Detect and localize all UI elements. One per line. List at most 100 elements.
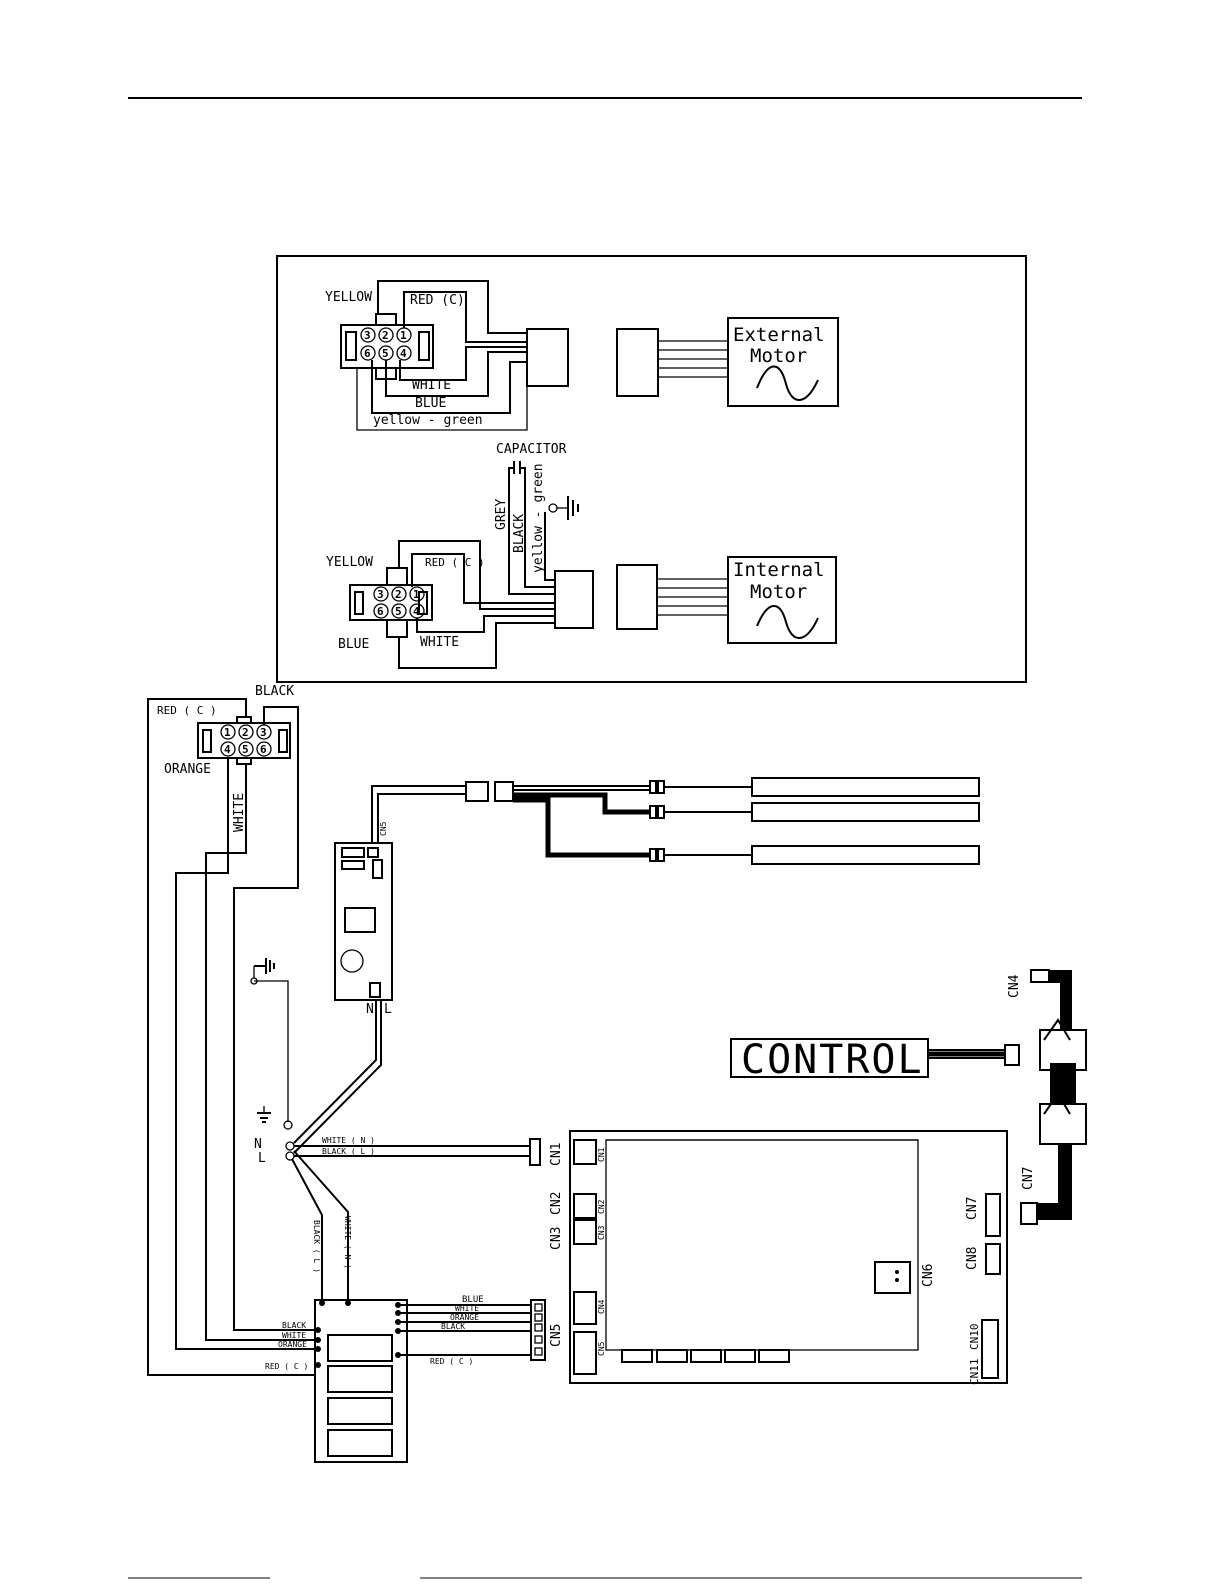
lower-motor-wires — [147, 698, 318, 1376]
cn5-blue-label: BLUE — [462, 1295, 484, 1305]
int-pin-5: 5 — [395, 605, 402, 618]
int-pin-4: 4 — [413, 605, 420, 618]
cn5-black-label: BLACK — [441, 1322, 465, 1331]
power-white-n-vert-label: WHITE ( N ) — [343, 1216, 352, 1269]
ext-pin-4: 4 — [400, 347, 407, 360]
low-orange-label: ORANGE — [164, 762, 211, 777]
int-grey-label: GREY — [494, 499, 509, 530]
int-pin-2: 2 — [395, 588, 402, 601]
ext-pin-3: 3 — [364, 329, 371, 342]
board-cn3-inner: CN3 — [597, 1225, 606, 1240]
ext-yellow-green-label: yellow - green — [373, 413, 483, 428]
relay-white-label: WHITE — [282, 1331, 306, 1340]
ext-white-label: WHITE — [412, 378, 451, 393]
low-black-label: BLACK — [255, 684, 294, 699]
int-motor-leads — [657, 578, 728, 616]
earth-ground-symbol — [250, 958, 289, 1122]
ext-pin-1: 1 — [400, 329, 407, 342]
external-motor-label-1: External — [733, 324, 825, 346]
int-yellow-green-label: yellow - green — [531, 463, 546, 573]
low-pin-1: 1 — [224, 726, 231, 739]
external-motor-label-2: Motor — [750, 345, 807, 367]
int-blue-label: BLUE — [338, 637, 369, 652]
board-cn2-inner: CN2 — [597, 1199, 606, 1214]
cn2-external-label: CN2 — [549, 1192, 564, 1215]
relay-black-label: BLACK — [282, 1321, 306, 1330]
int-red-c-label: RED ( C ) — [425, 556, 485, 569]
capacitor-symbol — [508, 461, 555, 595]
internal-motor — [727, 556, 837, 644]
cn1-external-label: CN1 — [549, 1143, 564, 1166]
ext-pin-6: 6 — [364, 347, 371, 360]
ext-pin-2: 2 — [382, 329, 389, 342]
ext-plug-left — [526, 328, 569, 387]
low-pin-3: 3 — [260, 726, 267, 739]
internal-motor-label-2: Motor — [750, 581, 807, 603]
ext-blue-label: BLUE — [415, 396, 446, 411]
int-black-label: BLACK — [512, 514, 527, 553]
sensor-leads — [371, 777, 980, 865]
sensor-board-l-label: L — [384, 1002, 392, 1017]
relay-orange-label: ORANGE — [278, 1340, 307, 1349]
board-cn4-inner: CN4 — [597, 1299, 606, 1314]
power-terminals: N L — [254, 1106, 295, 1166]
ribbon-cable — [1020, 969, 1087, 1225]
power-white-n-label: WHITE ( N ) — [322, 1136, 375, 1145]
low-pin-2: 2 — [242, 726, 249, 739]
board-cn5-inner: CN5 — [597, 1341, 606, 1356]
relay-block — [314, 1299, 408, 1463]
power-black-l-vert-label: BLACK ( L ) — [312, 1220, 321, 1273]
internal-ground-symbol — [548, 496, 579, 520]
ext-yellow-label: YELLOW — [325, 290, 372, 305]
external-motor-wires — [356, 280, 528, 431]
control-panel: CONTROL — [730, 1037, 1020, 1083]
external-motor — [727, 317, 839, 407]
power-wires: WHITE ( N ) BLACK ( L ) BLACK ( L ) WHIT… — [291, 1000, 541, 1300]
internal-motor-connector: 3 2 1 6 5 4 — [349, 567, 433, 638]
cn11-label: CN11 — [968, 1359, 981, 1386]
int-motor-ac-symbol — [756, 605, 819, 639]
int-white-label: WHITE — [420, 635, 459, 650]
ext-motor-leads — [658, 340, 728, 378]
cn7-board-label: CN7 — [965, 1197, 980, 1220]
board-cn1-inner: CN1 — [597, 1147, 606, 1162]
low-red-c-label: RED ( C ) — [157, 704, 217, 717]
sensor-board-n-label: N — [366, 1002, 374, 1017]
power-n-label: N — [254, 1137, 262, 1152]
cn5-external-label: CN5 — [549, 1324, 564, 1347]
int-pin-6: 6 — [377, 605, 384, 618]
sensor-board-cn-label: CN5 — [379, 821, 388, 836]
sensor-board: CN5 N L — [334, 821, 393, 1017]
lower-motor-connector: 1 2 3 4 5 6 — [197, 716, 291, 765]
internal-motor-wires — [398, 540, 555, 669]
ext-plug-right — [616, 328, 659, 397]
power-black-l-label: BLACK ( L ) — [322, 1147, 375, 1156]
cn8-label: CN8 — [965, 1247, 980, 1270]
low-pin-6: 6 — [260, 743, 267, 756]
int-yellow-label: YELLOW — [326, 555, 373, 570]
cn5-red-c-label: RED ( C ) — [430, 1357, 473, 1366]
low-white-label: WHITE — [232, 793, 247, 832]
ext-motor-ac-symbol — [756, 365, 819, 401]
ribbon-cn4-label: CN4 — [1007, 974, 1022, 998]
motor-panel-frame — [276, 255, 1027, 683]
low-pin-4: 4 — [224, 743, 231, 756]
ribbon-cn7-label: CN7 — [1021, 1167, 1036, 1190]
cn10-label: CN10 — [968, 1324, 981, 1351]
int-pin-3: 3 — [377, 588, 384, 601]
int-plug-right — [616, 564, 658, 630]
main-control-board: CN1 CN2 CN3 CN4 CN5 — [569, 1130, 1008, 1384]
int-plug-left — [554, 570, 594, 629]
cn5-orange-label: ORANGE — [450, 1313, 479, 1322]
internal-motor-label-1: Internal — [733, 559, 825, 581]
internal-capacitor-wires — [524, 472, 555, 588]
cn6-label: CN6 — [921, 1264, 936, 1287]
int-pin-1: 1 — [413, 588, 420, 601]
control-label: CONTROL — [741, 1037, 924, 1083]
ext-red-c-label: RED (C) — [410, 293, 465, 308]
low-pin-5: 5 — [242, 743, 249, 756]
cn5-wires — [398, 1299, 546, 1361]
ext-pin-5: 5 — [382, 347, 389, 360]
capacitor-label: CAPACITOR — [496, 442, 567, 457]
